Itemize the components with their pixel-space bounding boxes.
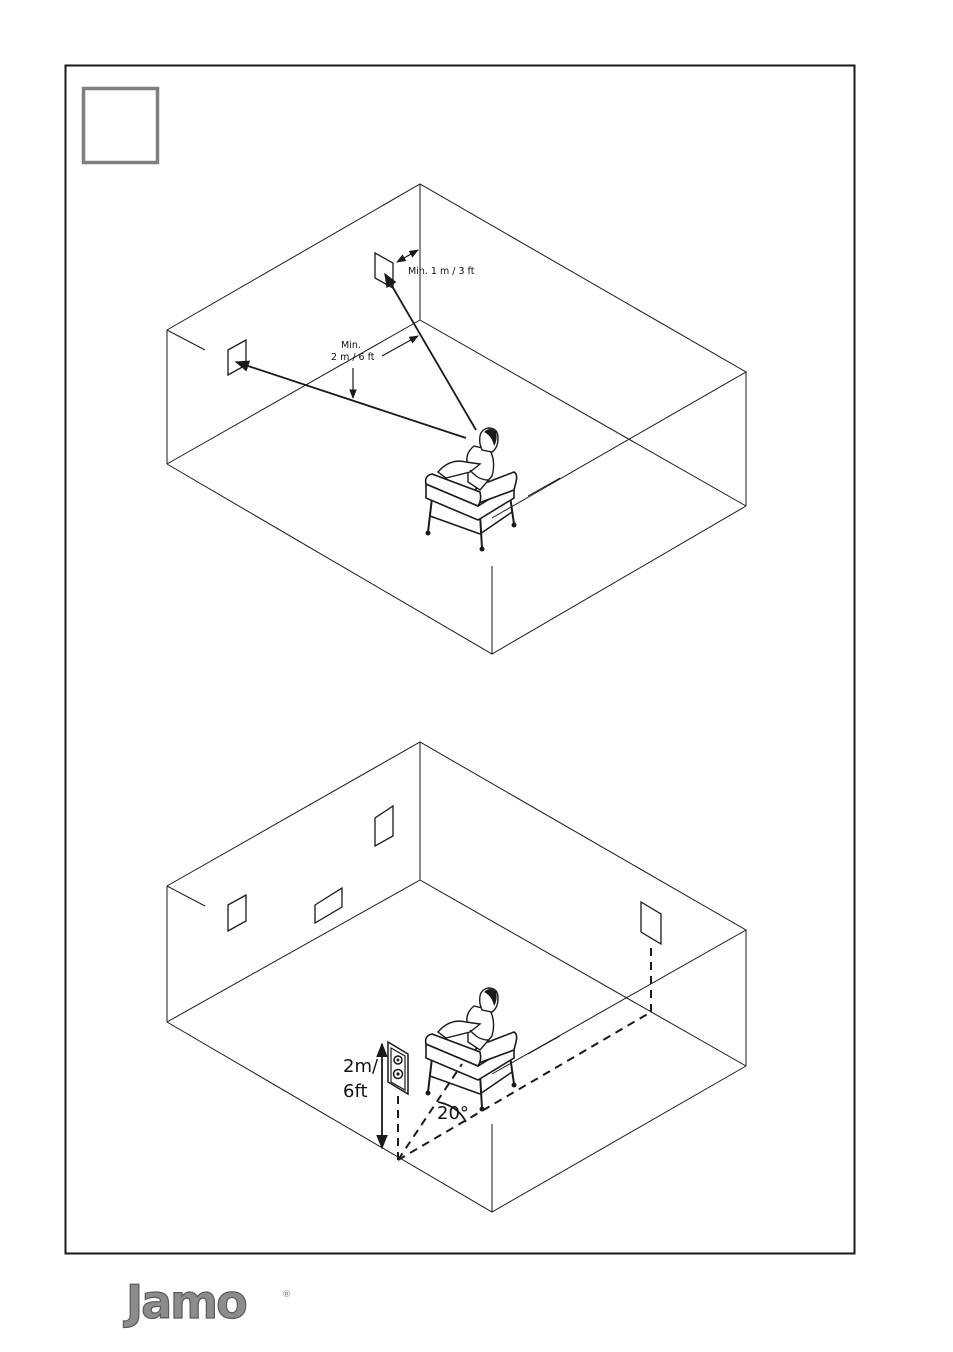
label-height-2: 6ft: [343, 1081, 368, 1102]
jamo-logo: Jamo ®: [123, 1275, 291, 1329]
listener-chair-top: [426, 428, 517, 552]
arrow-to-back-speaker: [385, 274, 476, 430]
speaker-left-wall-2: [315, 888, 342, 923]
page-frame: [66, 66, 855, 1254]
room-diagram-top: [167, 184, 746, 654]
brand-logo-text: Jamo: [123, 1275, 246, 1329]
arrow-wall-distance: [397, 250, 418, 262]
speaker-back-wall: [375, 806, 393, 846]
speaker-right-wall: [641, 902, 661, 944]
listener-chair-bottom: [426, 988, 517, 1112]
registered-mark: ®: [282, 1290, 291, 1300]
arrow-to-left-speaker: [236, 362, 466, 438]
speaker-left-wall: [228, 340, 246, 375]
label-height-1: 2m/: [343, 1056, 379, 1077]
label-wall-distance: Min. 1 m / 3 ft: [408, 266, 475, 277]
label-angle: 20°: [437, 1103, 469, 1124]
inwall-speaker-detail: [388, 1042, 408, 1094]
speaker-left-wall-1: [228, 895, 246, 931]
label-listener-distance-1: Min.: [341, 340, 361, 351]
label-listener-distance-2: 2 m / 6 ft: [331, 352, 375, 363]
step-number-box: [84, 89, 158, 163]
room-diagram-bottom: [167, 742, 746, 1212]
